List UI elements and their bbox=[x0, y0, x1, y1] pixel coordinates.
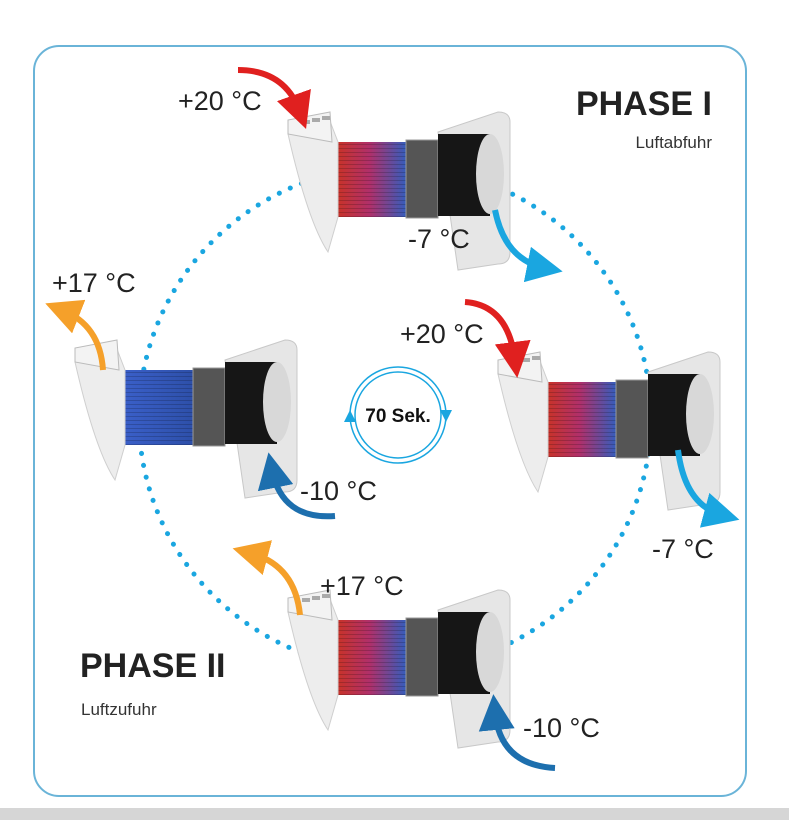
phase2-title: PHASE II bbox=[80, 647, 225, 685]
cycle-ring-inner bbox=[354, 371, 442, 459]
temp-top-out: -7 °C bbox=[408, 224, 470, 254]
temp-left-in: -10 °C bbox=[300, 476, 377, 506]
warm-outflow-arrow-bottom bbox=[232, 540, 303, 616]
cycle-duration-label: 70 Sek. bbox=[365, 406, 431, 427]
device-top bbox=[287, 111, 511, 271]
warm-inflow-arrow-top bbox=[237, 67, 311, 129]
cold-inflow-arrow-left bbox=[257, 452, 336, 520]
warm-inflow-arrow-right bbox=[464, 299, 531, 378]
temp-left-out: +17 °C bbox=[52, 268, 136, 298]
cold-inflow-arrow-bottom bbox=[478, 694, 556, 771]
cycle-arrow-right-icon bbox=[440, 410, 452, 422]
temp-right-in: +20 °C bbox=[400, 319, 484, 349]
cycle-arrow-left-icon bbox=[344, 410, 356, 422]
cold-outflow-arrow-top bbox=[492, 209, 563, 283]
temp-right-out: -7 °C bbox=[652, 534, 714, 564]
cold-outflow-arrow-right bbox=[675, 449, 740, 528]
temp-bottom-in: -10 °C bbox=[523, 713, 600, 743]
phase1-title: PHASE I bbox=[576, 85, 712, 123]
temp-bottom-out: +17 °C bbox=[320, 571, 404, 601]
diagram-frame bbox=[33, 45, 747, 797]
device-bottom bbox=[287, 589, 511, 749]
device-left bbox=[74, 339, 298, 499]
phase2-subtitle: Luftzufuhr bbox=[81, 700, 157, 719]
warm-outflow-arrow-left bbox=[45, 299, 106, 371]
phase1-subtitle: Luftabfuhr bbox=[635, 133, 712, 152]
page-scrollbar bbox=[0, 808, 789, 820]
temp-top-in: +20 °C bbox=[178, 86, 262, 116]
